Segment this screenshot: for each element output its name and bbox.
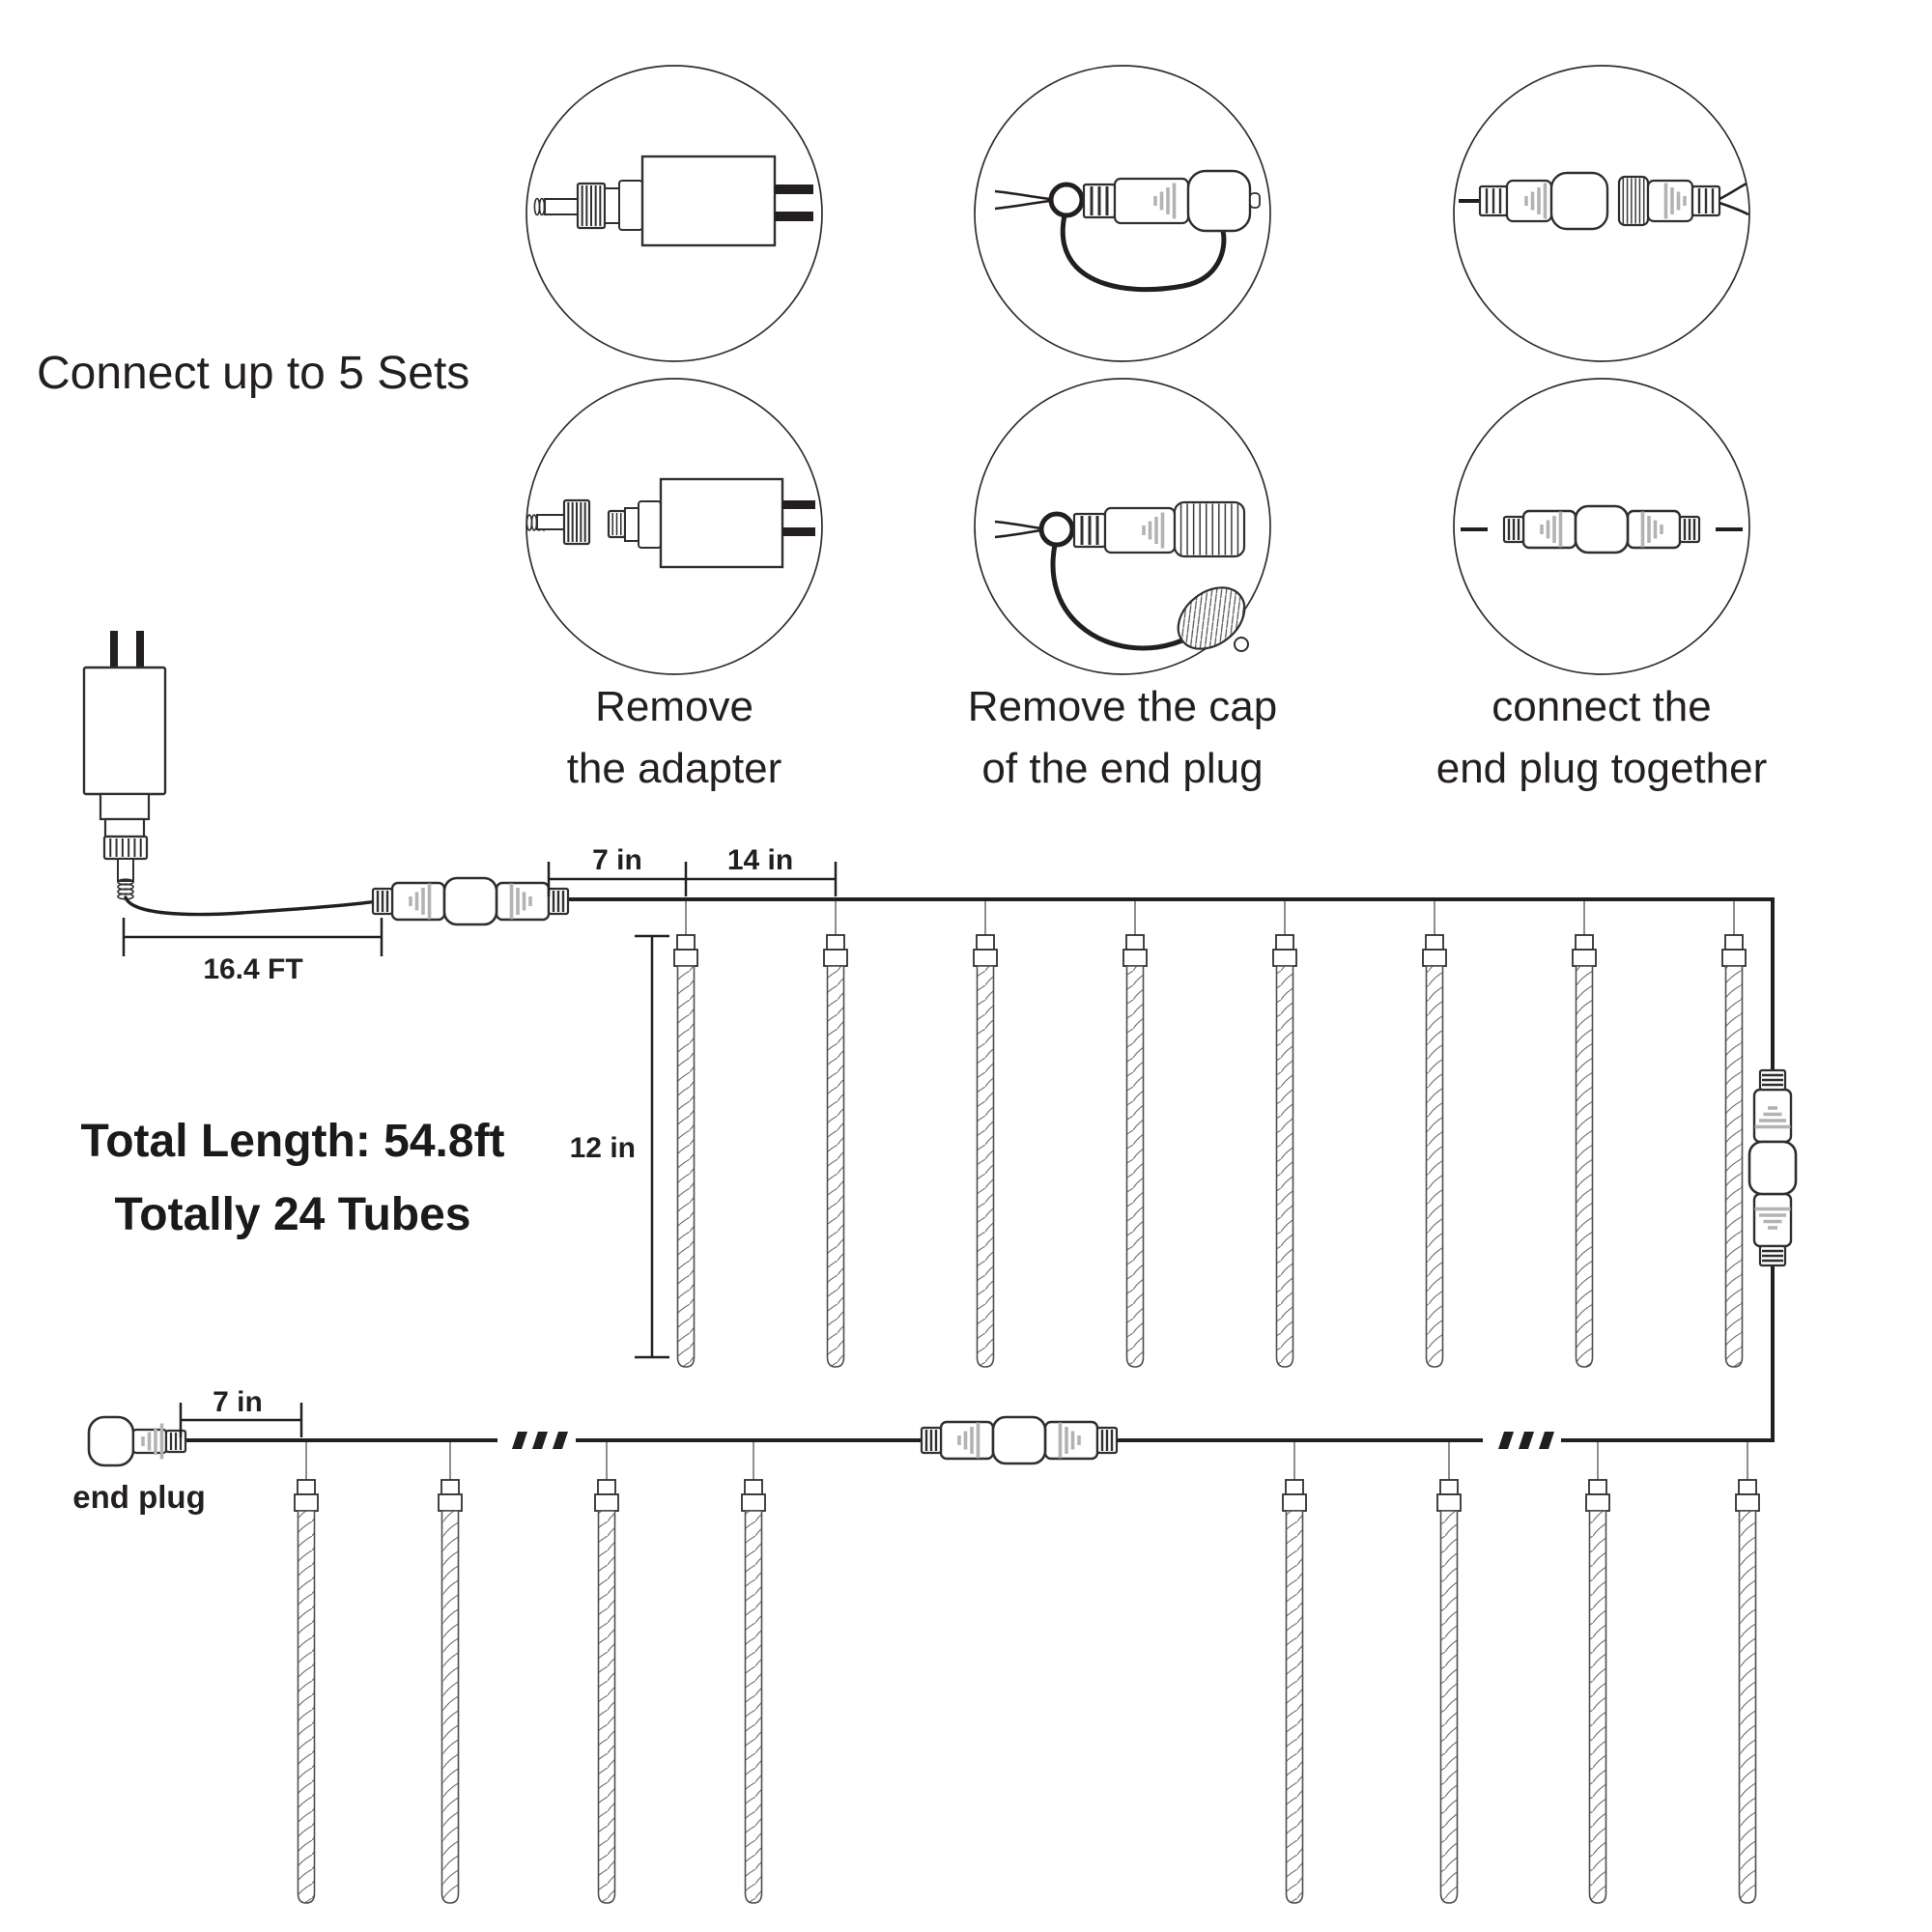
caption-remove-adapter-line1: Remove [595,683,753,730]
total-length-text: Total Length: 54.8ft [80,1116,504,1167]
end-plug [87,1415,187,1467]
caption-remove-cap-line1: Remove the cap [968,683,1277,730]
caption-connect-plugs-line2: end plug together [1436,745,1768,792]
power-adapter [82,631,379,917]
dimension-lines [122,862,838,1437]
icon-end-plug-cap-off [994,500,1249,652]
instruction-circles [526,65,1750,675]
wire-connector [1502,504,1701,554]
icon-plugs-joined [1461,504,1743,554]
dim-label-7in-bottom: 7 in [213,1386,263,1418]
icon-adapter-removed [526,477,815,569]
dim-label-7in-top: 7 in [592,844,642,876]
light-tubes [294,901,1760,1904]
caption-remove-cap-line2: of the end plug [981,745,1263,792]
icon-end-plug-cap-on [994,169,1261,293]
total-tubes-text: Totally 24 Tubes [115,1189,471,1240]
end-plug-label: end plug [72,1479,205,1515]
wire-connector [371,876,570,926]
dim-label-12in: 12 in [570,1132,636,1164]
page-title: Connect up to 5 Sets [37,348,469,399]
wire-connector [920,1415,1119,1465]
inline-connectors [87,876,1798,1467]
icon-plugs-apart [1459,171,1749,231]
caption-connect-plugs-line1: connect the [1492,683,1712,730]
caption-remove-adapter-line2: the adapter [567,745,782,792]
dim-label-16ft: 16.4 FT [203,953,302,985]
wire-connector [1747,1068,1798,1267]
dim-label-14in: 14 in [727,844,793,876]
icon-adapter-assembled [533,155,813,247]
